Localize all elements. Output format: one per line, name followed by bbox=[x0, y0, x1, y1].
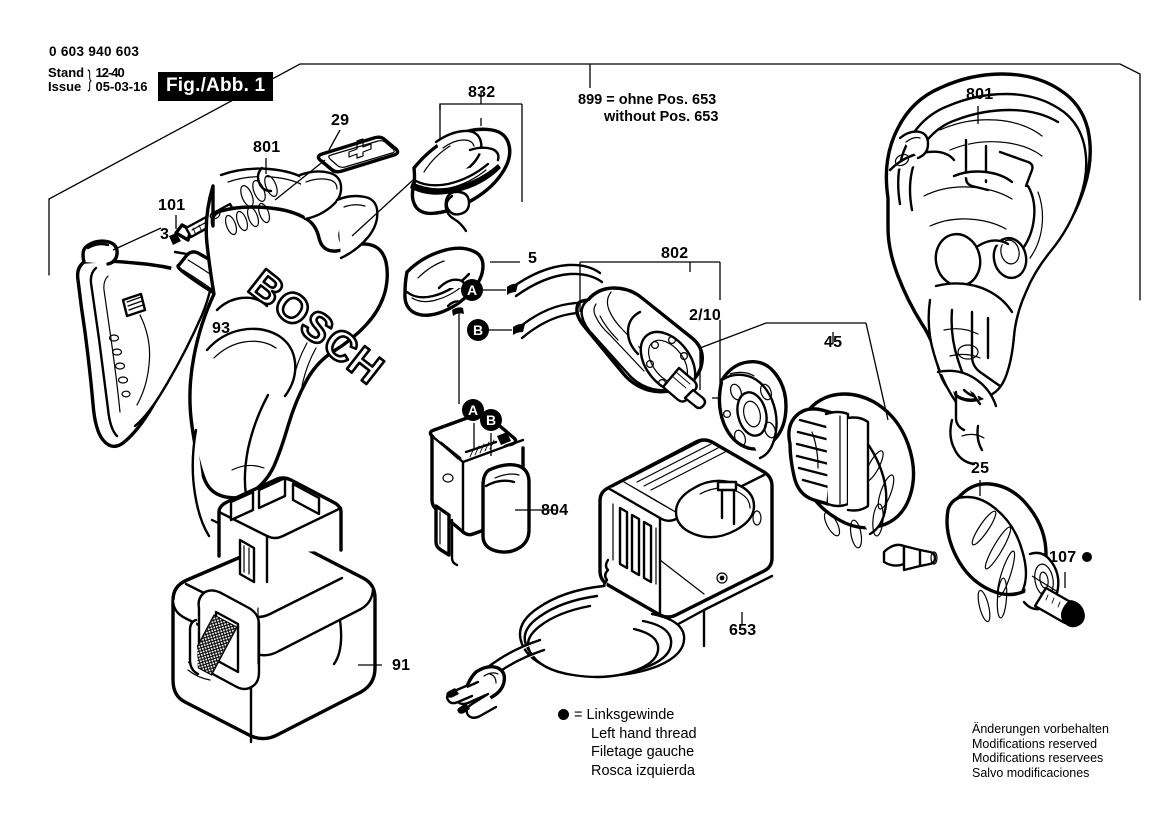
part-801-right-housing bbox=[884, 72, 1092, 466]
part-3-clip bbox=[75, 239, 214, 449]
disclaimer-es: Salvo modificaciones bbox=[972, 765, 1090, 780]
leader-832-target bbox=[351, 179, 414, 237]
part-801-left-housing: BOSCH bbox=[188, 166, 394, 538]
left-thread-legend: = Linksgewinde Left hand thread Filetage… bbox=[558, 706, 697, 780]
callout-5: 5 bbox=[528, 250, 538, 267]
part-91-battery bbox=[171, 476, 377, 744]
note-899-line2: without Pos. 653 bbox=[604, 109, 719, 125]
marker-a-bottom: A bbox=[462, 399, 484, 421]
date-top: 12-40 bbox=[95, 65, 124, 80]
part-29-nameplate bbox=[316, 135, 400, 174]
part-804-switch bbox=[428, 411, 531, 567]
marker-b-bottom: B bbox=[480, 409, 502, 431]
callout-3: 3 bbox=[160, 226, 170, 243]
disclaimer-en: Modifications reserved bbox=[972, 736, 1098, 751]
leader-29-target bbox=[274, 159, 326, 201]
callout-25: 25 bbox=[971, 460, 990, 477]
marker-a-top: A bbox=[461, 279, 483, 301]
part-number: 0 603 940 603 bbox=[49, 44, 140, 59]
part-653-charger bbox=[598, 438, 774, 648]
callout-93: 93 bbox=[212, 320, 231, 337]
legend-text-en: Left hand thread bbox=[591, 725, 697, 742]
legend-text-de: = Linksgewinde bbox=[574, 707, 675, 723]
part-802-motor bbox=[507, 263, 707, 410]
part-107-screw bbox=[1031, 575, 1085, 628]
leader-45 bbox=[699, 322, 889, 421]
legend-text-es: Rosca izquierda bbox=[591, 762, 695, 779]
callout-801-left: 801 bbox=[253, 139, 281, 156]
note-899: 899 = ohne Pos. 653 without Pos. 653 bbox=[578, 92, 718, 126]
disclaimer-fr: Modifications reservees bbox=[972, 751, 1104, 765]
disclaimer-block: Änderungen vorbehalten Modifications res… bbox=[972, 722, 1109, 780]
callout-832: 832 bbox=[468, 84, 496, 101]
part-832-cover bbox=[410, 127, 512, 216]
callout-107-label: 107 bbox=[1049, 549, 1077, 566]
brace-icon: } bbox=[87, 64, 92, 92]
callout-801-right: 801 bbox=[966, 86, 994, 103]
disclaimer-de: Änderungen vorbehalten bbox=[972, 722, 1109, 736]
marker-b-top: B bbox=[467, 319, 489, 341]
legend-text-fr: Filetage gauche bbox=[591, 744, 695, 760]
power-cord bbox=[445, 584, 686, 719]
leader-29 bbox=[328, 129, 341, 151]
part-45-gearbox bbox=[787, 392, 938, 572]
callout-91: 91 bbox=[392, 657, 411, 674]
legend-dot-icon bbox=[558, 708, 569, 720]
left-thread-dot-icon bbox=[1082, 551, 1093, 562]
callout-802: 802 bbox=[661, 245, 689, 262]
figure-badge: Fig./Abb. 1 bbox=[158, 72, 274, 101]
legend-line-1: = Linksgewinde bbox=[558, 706, 697, 725]
callout-653: 653 bbox=[729, 622, 757, 639]
stand-issue-block: Stand } 12-40 Issue 05-03-16 bbox=[47, 66, 149, 94]
callout-804: 804 bbox=[541, 502, 569, 519]
part-45-endplate bbox=[717, 360, 788, 460]
issue-label: Issue bbox=[48, 79, 82, 94]
part-spring-clip bbox=[444, 190, 471, 233]
callout-2-10: 2/10 bbox=[689, 307, 721, 324]
callout-29: 29 bbox=[331, 112, 350, 129]
bracket-802 bbox=[579, 261, 721, 399]
sheet-border bbox=[48, 63, 1141, 301]
note-899-line1: 899 = ohne Pos. 653 bbox=[578, 92, 717, 108]
callout-101: 101 bbox=[158, 197, 186, 214]
part-25-chuck bbox=[945, 482, 1060, 623]
leader-3 bbox=[112, 227, 162, 251]
date-bottom: 05-03-16 bbox=[95, 79, 148, 94]
callout-45: 45 bbox=[824, 334, 843, 351]
part-5-contact bbox=[403, 246, 485, 317]
stand-label: Stand bbox=[48, 65, 85, 80]
callout-107: 107 bbox=[1049, 549, 1093, 567]
